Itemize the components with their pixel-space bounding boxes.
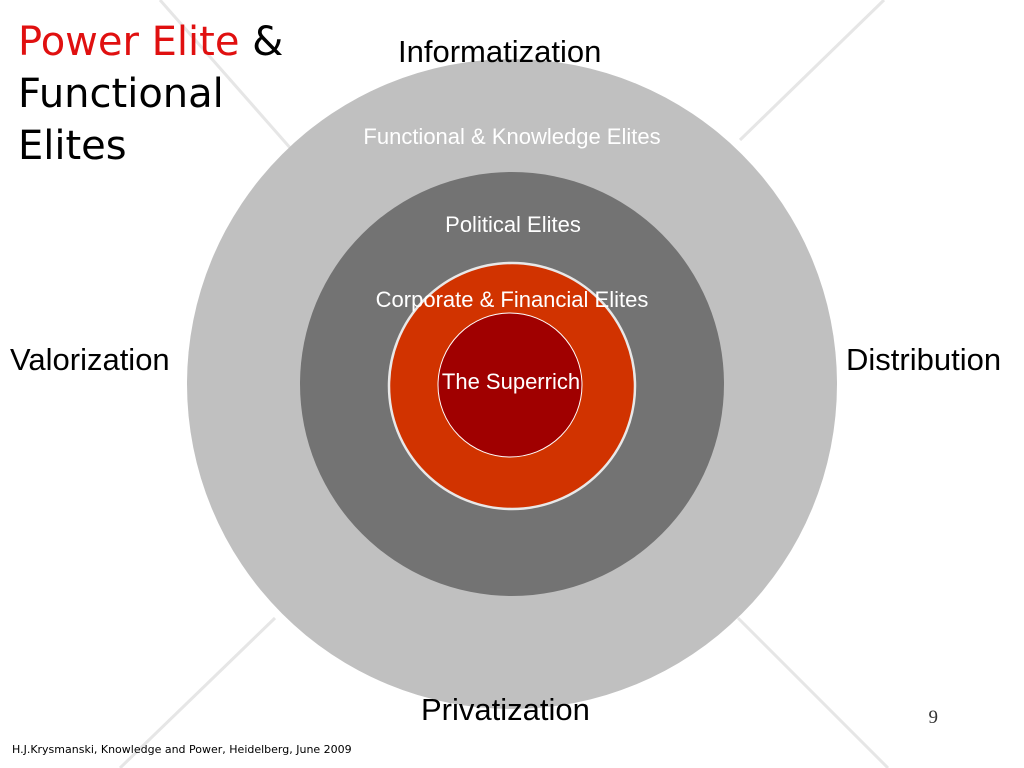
label-distribution: Distribution: [846, 342, 1002, 377]
ring-label-political: Political Elites: [445, 212, 581, 237]
ring-superrich: [437, 312, 583, 458]
title-line2: Functional: [18, 71, 224, 117]
title-ampersand: &: [239, 19, 284, 65]
footer-citation: H.J.Krysmanski, Knowledge and Power, Hei…: [12, 743, 352, 756]
slide-number: 9: [928, 707, 939, 728]
label-valorization: Valorization: [10, 342, 170, 377]
title-line3: Elites: [18, 123, 127, 169]
title-highlight: Power Elite: [18, 19, 240, 65]
diagonal-line: [738, 0, 886, 142]
ring-label-superrich: The Superrich: [441, 369, 581, 394]
diagonal-line: [736, 616, 890, 768]
diagonal-line: [158, 0, 294, 151]
ring-label-corporate-financial: Corporate & Financial Elites: [375, 287, 649, 312]
ring-label-functional-knowledge: Functional & Knowledge Elites: [363, 124, 661, 149]
diagonal-line: [118, 616, 277, 768]
label-privatization: Privatization: [421, 692, 590, 727]
label-informatization: Informatization: [398, 34, 602, 69]
